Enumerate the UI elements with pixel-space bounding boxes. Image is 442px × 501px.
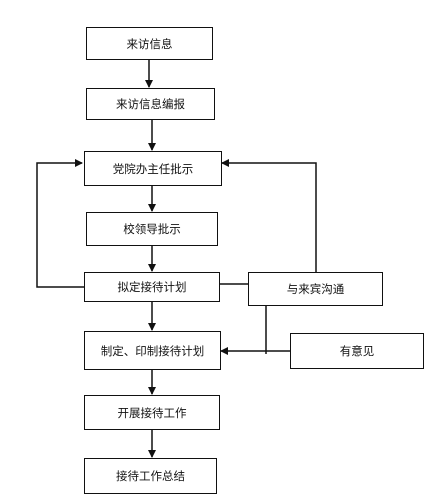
node-has-opinion: 有意见 xyxy=(290,333,424,369)
node-party-office-director-instruction: 党院办主任批示 xyxy=(84,151,222,186)
edge-communicate-back-to-director xyxy=(221,159,317,272)
node-reception-summary: 接待工作总结 xyxy=(84,458,217,494)
node-make-and-print-plan: 制定、印制接待计划 xyxy=(84,331,221,370)
node-communicate-with-guests: 与来宾沟通 xyxy=(248,272,383,306)
node-carry-out-reception: 开展接待工作 xyxy=(84,395,220,430)
node-draft-reception-plan: 拟定接待计划 xyxy=(84,272,220,302)
node-school-leader-instruction: 校领导批示 xyxy=(86,212,218,246)
edge-draft-back-to-director xyxy=(36,159,84,288)
node-visit-info-report: 来访信息编报 xyxy=(86,88,215,120)
node-visit-info: 来访信息 xyxy=(86,27,213,60)
